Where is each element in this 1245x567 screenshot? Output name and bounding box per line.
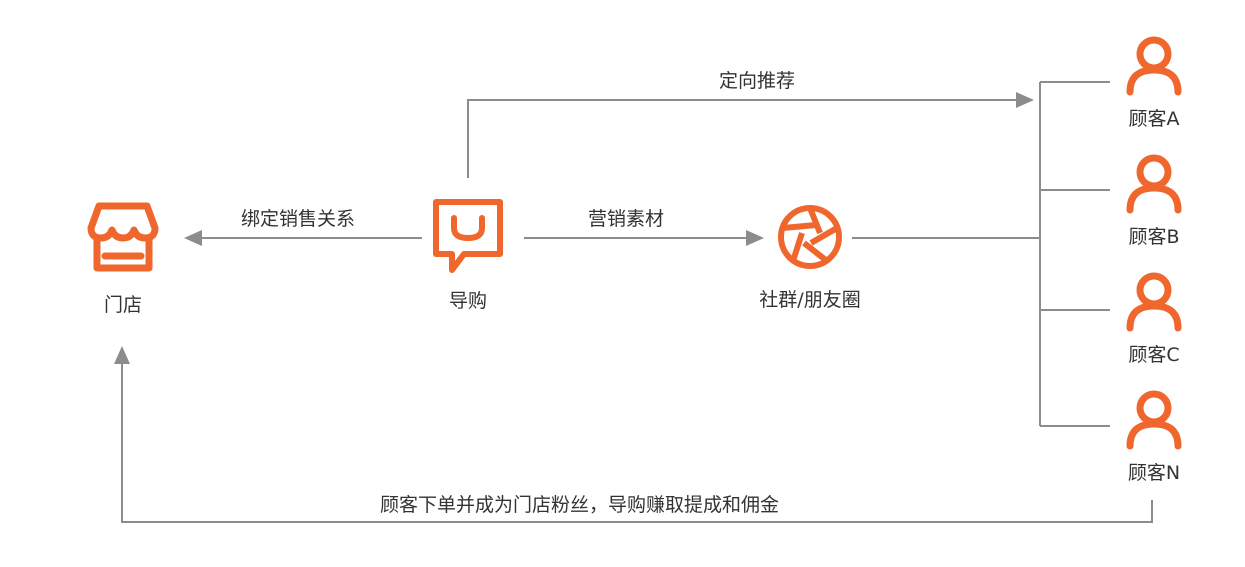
customer-node-b: 顾客B: [1116, 152, 1192, 247]
arrowhead-bottom-loop: [114, 346, 130, 364]
social-node: 社群/朋友圈: [748, 203, 872, 310]
guide-label: 导购: [448, 290, 487, 312]
chat-bubble-smile-icon: [433, 199, 503, 273]
arrowhead-targeted-recommend: [1016, 92, 1034, 108]
store-icon: [87, 202, 159, 272]
edge-label-bind-sales: 绑定销售关系: [241, 208, 356, 230]
camera-aperture-icon: [778, 205, 842, 269]
customer-label-a: 顾客A: [1128, 108, 1180, 130]
customer-label-n: 顾客N: [1127, 462, 1181, 484]
customer-label-b: 顾客B: [1128, 226, 1180, 248]
person-icon: [1126, 36, 1182, 96]
edge-label-bottom-loop: 顾客下单并成为门店粉丝，导购赚取提成和佣金: [380, 494, 780, 516]
arrowhead-marketing-material: [746, 230, 764, 246]
edge-targeted-recommend: [467, 99, 1020, 178]
edge-label-targeted-recommend: 定向推荐: [719, 70, 796, 92]
edge-bottom-loop: [121, 362, 1153, 523]
edge-label-marketing-material: 营销素材: [588, 208, 665, 230]
guide-node: 导购: [428, 196, 508, 311]
customer-node-a: 顾客A: [1116, 34, 1192, 129]
person-icon: [1126, 390, 1182, 450]
social-label: 社群/朋友圈: [759, 289, 861, 311]
person-icon: [1126, 272, 1182, 332]
person-icon: [1126, 154, 1182, 214]
store-label: 门店: [103, 294, 142, 316]
arrowhead-bind-sales: [184, 230, 202, 246]
customer-node-n: 顾客N: [1116, 388, 1192, 483]
store-node: 门店: [84, 200, 162, 315]
customer-label-c: 顾客C: [1128, 344, 1180, 366]
customer-node-c: 顾客C: [1116, 270, 1192, 365]
